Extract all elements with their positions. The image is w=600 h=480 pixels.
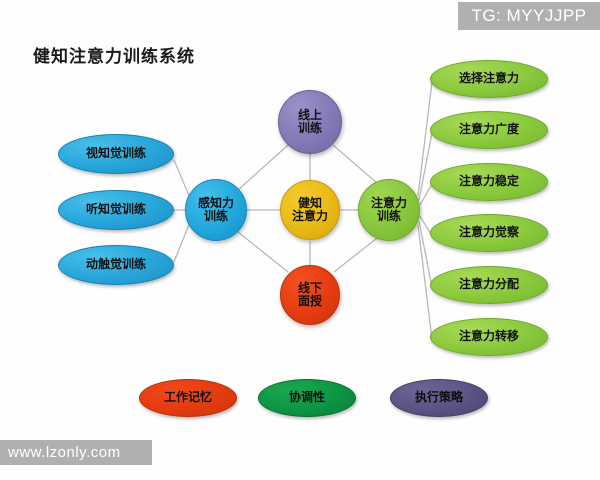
page-title: 健知注意力训练系统	[33, 47, 195, 67]
hub-node-label-line1: 注意力	[370, 195, 407, 210]
hub-node-label-line2: 训练	[203, 209, 228, 223]
left-branch-label: 听知觉训练	[85, 202, 146, 217]
bottom-branch-working-memory[interactable]: 工作记忆	[139, 379, 237, 417]
right-branch-selective-attention[interactable]: 选择注意力	[430, 60, 548, 98]
hub-node-label-line2: 训练	[297, 121, 322, 135]
right-branch-attention-shifting[interactable]: 注意力转移	[430, 318, 548, 356]
hub-node-perception-training[interactable]: 感知力 训练	[185, 179, 247, 241]
right-branch-label: 注意力稳定	[458, 174, 519, 189]
left-branch-tactile-perception[interactable]: 动触觉训练	[58, 245, 174, 285]
hub-node-label-line2: 面授	[297, 294, 322, 308]
right-branch-label: 注意力觉察	[458, 225, 519, 240]
hub-node-offline-teaching[interactable]: 线下 面授	[280, 265, 340, 325]
right-branch-attention-stability[interactable]: 注意力稳定	[430, 163, 548, 201]
left-branch-visual-perception[interactable]: 视知觉训练	[58, 134, 174, 174]
hub-node-label-line1: 感知力	[197, 195, 234, 210]
right-branch-attention-distribution[interactable]: 注意力分配	[430, 266, 548, 304]
right-branch-label: 注意力分配	[458, 277, 519, 292]
right-branch-attention-span[interactable]: 注意力广度	[430, 111, 548, 149]
left-branch-auditory-perception[interactable]: 听知觉训练	[58, 190, 174, 230]
left-branch-label: 视知觉训练	[85, 146, 146, 161]
hub-node-label-line2: 训练	[376, 209, 401, 223]
hub-node-label-line1: 线上	[297, 107, 322, 122]
hub-node-label-line1: 线下	[297, 280, 322, 295]
bottom-branch-label: 协调性	[288, 390, 325, 405]
hub-node-online-training[interactable]: 线上 训练	[278, 90, 342, 154]
right-branch-attention-awareness[interactable]: 注意力觉察	[430, 214, 548, 252]
bottom-branch-executive-strategy[interactable]: 执行策略	[390, 379, 488, 417]
hub-node-center-jianzhi-attention[interactable]: 健知 注意力	[280, 180, 340, 240]
watermark-top-right: TG: MYYJJPP	[458, 2, 600, 30]
right-branch-label: 选择注意力	[458, 71, 519, 86]
right-branch-label: 注意力广度	[458, 122, 519, 137]
hub-node-attention-training[interactable]: 注意力 训练	[358, 179, 420, 241]
right-branch-label: 注意力转移	[458, 329, 519, 344]
bottom-branch-label: 执行策略	[414, 390, 463, 405]
bottom-branch-label: 工作记忆	[163, 390, 212, 405]
bottom-branch-coordination[interactable]: 协调性	[258, 379, 356, 417]
left-branch-label: 动触觉训练	[85, 257, 146, 272]
center-node-label-line2: 注意力	[291, 209, 328, 223]
center-node-label-line1: 健知	[297, 195, 322, 210]
watermark-bottom-left: www.lzonly.com	[0, 440, 152, 465]
